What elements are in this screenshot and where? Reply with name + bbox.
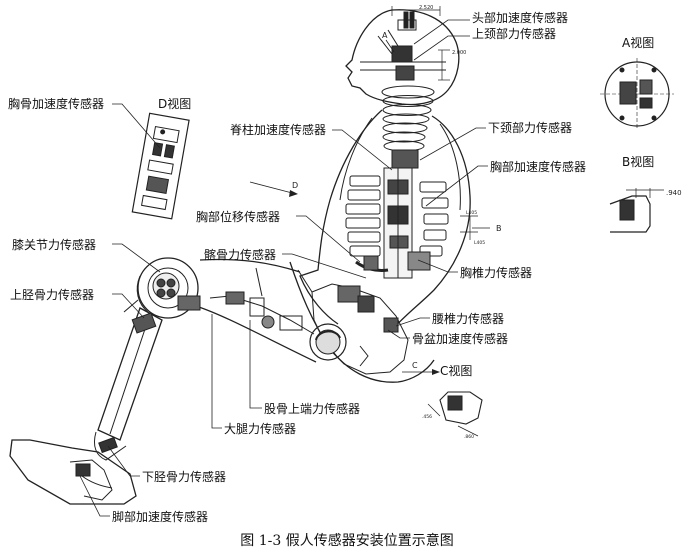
label-upper-tibia: 上胫骨力传感器	[10, 288, 95, 302]
marker-c: C	[412, 361, 418, 370]
dummy-line-drawing: 2.520 2.000 A	[9, 5, 682, 517]
label-head-accel: 头部加速度传感器	[472, 11, 569, 25]
tibia	[93, 307, 163, 461]
view-b-title: B视图	[622, 155, 655, 169]
torso	[299, 109, 471, 331]
label-knee-joint: 膝关节力传感器	[12, 238, 97, 252]
label-chest-accel-d: 胸骨加速度传感器	[8, 97, 105, 111]
b-view-figure	[609, 188, 664, 233]
d-view-figure	[131, 112, 190, 220]
dim-b-view: .940	[666, 189, 682, 197]
chest-dimension-lines	[460, 215, 478, 240]
view-c-title: C视图	[440, 364, 473, 378]
label-chest-accel: 胸部加速度传感器	[490, 160, 587, 174]
view-a-title: A视图	[622, 36, 655, 50]
knee	[123, 257, 201, 319]
dim-c-view-1: .456	[422, 414, 432, 420]
label-spine-accel: 脊柱加速度传感器	[230, 123, 327, 137]
dim-chest-1: L405	[466, 210, 477, 216]
label-femur-upper: 股骨上端力传感器	[264, 402, 361, 416]
dim-head-offset: 2.000	[452, 50, 466, 56]
label-iliac: 髂骨力传感器	[204, 248, 277, 262]
foot	[9, 439, 137, 505]
figure-caption: 图 1-3 假人传感器安装位置示意图	[240, 533, 454, 549]
marker-d: D	[292, 181, 298, 190]
a-view-figure	[600, 58, 674, 130]
marker-c-head	[432, 369, 440, 375]
pelvis	[289, 261, 435, 383]
marker-a-arrow	[385, 39, 395, 53]
marker-d-arrow	[249, 181, 297, 195]
c-view-figure	[427, 391, 483, 437]
neck	[381, 85, 435, 169]
label-lumbar: 腰椎力传感器	[432, 312, 505, 326]
label-pelvis-accel: 骨盆加速度传感器	[412, 332, 509, 346]
dim-c-view-2: .860	[464, 434, 474, 440]
marker-b: B	[496, 224, 502, 233]
label-lower-neck: 下颈部力传感器	[488, 121, 573, 135]
dim-head-width: 2.520	[419, 5, 433, 11]
label-thoracic-spine: 胸椎力传感器	[460, 266, 533, 280]
head-dimension-lines	[391, 6, 450, 81]
label-foot-accel: 脚部加速度传感器	[112, 510, 209, 524]
label-upper-neck: 上颈部力传感器	[472, 27, 557, 41]
label-chest-disp: 胸部位移传感器	[196, 210, 281, 224]
head	[345, 9, 460, 106]
marker-d-head	[289, 190, 298, 197]
marker-a: A	[382, 31, 388, 40]
dim-chest-2: L405	[474, 240, 485, 246]
label-thigh: 大腿力传感器	[224, 422, 297, 436]
thigh	[195, 258, 317, 363]
view-d-title: D视图	[158, 97, 192, 111]
leader-lines	[79, 19, 488, 517]
label-lower-tibia: 下胫骨力传感器	[142, 470, 227, 484]
